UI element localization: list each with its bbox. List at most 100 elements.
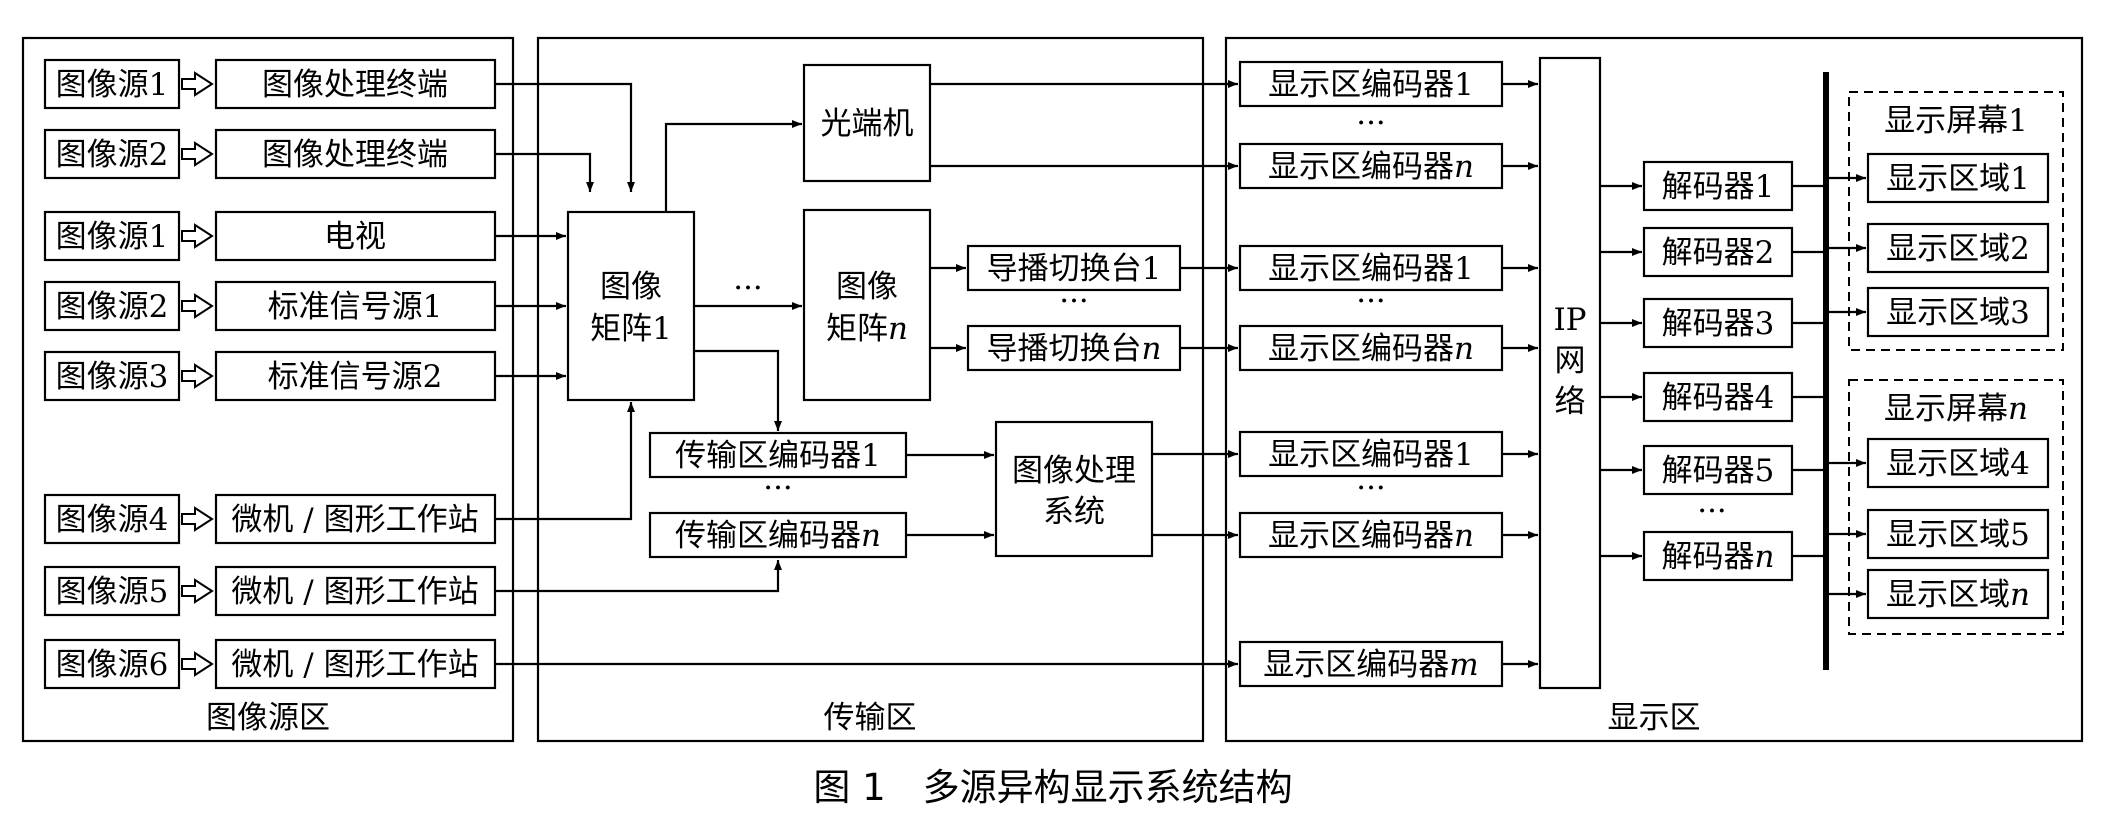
hollow-arrow-icon	[181, 651, 214, 677]
transmission-encoder-1-label: 传输区编码器1	[675, 438, 881, 474]
display-encoder-label: 显示区编码器n	[1268, 518, 1474, 554]
display-encoder-label: 显示区编码器1	[1268, 67, 1474, 103]
hollow-arrow-icon	[181, 578, 214, 604]
image-source-box	[43, 210, 181, 262]
decoder-label: 解码器n	[1662, 539, 1775, 575]
display-encoder-box	[1238, 324, 1504, 372]
connector-ws5-txenc	[495, 560, 782, 593]
display-encoder-box	[1238, 640, 1504, 688]
source-zone-label: 图像源区	[206, 700, 330, 736]
director-switcher-n-label: 导播切换台n	[987, 331, 1162, 367]
display-encoder-label: 显示区编码器n	[1268, 331, 1474, 367]
processing-system-line2: 系统	[1043, 494, 1105, 530]
transmission-encoder-dots: ···	[763, 470, 793, 506]
matrix-1-line1: 图像	[600, 269, 662, 305]
image-source-label: 图像源5	[56, 574, 169, 610]
hollow-arrow-icon	[181, 506, 214, 532]
image-matrix-n	[802, 208, 932, 402]
matrix-1-line2: 矩阵1	[590, 311, 672, 347]
decoder-box	[1642, 530, 1794, 582]
source-device-box	[214, 128, 497, 180]
source-device-box	[214, 58, 497, 110]
display-region-box	[1866, 568, 2050, 620]
display-encoder-box	[1238, 60, 1504, 108]
optical-terminal-label: 光端机	[821, 106, 914, 142]
display-region-label: 显示区域4	[1886, 446, 2030, 482]
figure-caption: 图 1 多源异构显示系统结构	[813, 766, 1292, 809]
hollow-arrow-icon	[181, 293, 214, 319]
display-region-box	[1866, 286, 2050, 338]
source-device-label: 微机 / 图形工作站	[231, 647, 478, 683]
source-device-label: 微机 / 图形工作站	[231, 574, 478, 610]
display-encoder-box	[1238, 511, 1504, 559]
encoder-dots-3: ···	[1356, 470, 1386, 506]
source-device-label: 微机 / 图形工作站	[231, 502, 478, 538]
display-encoders: 显示区编码器1显示区编码器n显示区编码器1显示区编码器n显示区编码器1显示区编码…	[1238, 60, 1538, 688]
display-zone-label: 显示区	[1608, 700, 1701, 736]
display-region-box	[1866, 437, 2050, 489]
transmission-zone-label: 传输区	[824, 700, 917, 736]
source-device-box	[214, 350, 497, 402]
source-row: 图像源5 微机 / 图形工作站	[43, 565, 497, 617]
display-region-label: 显示区域2	[1886, 231, 2030, 267]
image-source-label: 图像源2	[56, 137, 169, 173]
display-region-label: 显示区域5	[1886, 517, 2030, 553]
image-source-box	[43, 638, 181, 690]
image-source-box	[43, 280, 181, 332]
source-device-box	[214, 210, 497, 262]
hollow-arrow-icon	[181, 71, 214, 97]
screen-1-title: 显示屏幕1	[1884, 103, 2028, 139]
director-dots: ···	[1059, 283, 1089, 319]
matrix-n-line2: 矩阵n	[826, 311, 908, 347]
director-switcher-n	[966, 324, 1182, 372]
matrix-n-line1: 图像	[836, 269, 898, 305]
source-device-label: 图像处理终端	[262, 67, 448, 103]
screen-n-title: 显示屏幕n	[1884, 391, 2028, 427]
connector-matrix1-txenc	[694, 349, 782, 431]
director-switcher-1	[966, 244, 1182, 292]
display-region-label: 显示区域3	[1886, 295, 2030, 331]
display-screen-n	[1848, 379, 2064, 635]
image-source-box	[43, 128, 181, 180]
display-encoder-label: 显示区编码器n	[1268, 149, 1474, 185]
source-device-label: 图像处理终端	[262, 137, 448, 173]
display-encoder-label: 显示区编码器1	[1268, 251, 1474, 287]
hollow-arrow-icon	[181, 141, 214, 167]
image-matrix-1	[566, 210, 696, 402]
display-encoder-box	[1238, 430, 1504, 478]
image-source-label: 图像源2	[56, 289, 169, 325]
source-device-label: 标准信号源1	[268, 289, 443, 325]
source-row: 图像源1 电视	[43, 210, 497, 262]
matrix-ellipsis: ···	[733, 270, 763, 306]
source-row: 图像源2 标准信号源1	[43, 280, 497, 332]
display-encoder-box	[1238, 142, 1504, 190]
connector-matrix1-optical	[664, 120, 802, 212]
image-source-label: 图像源3	[56, 359, 169, 395]
transmission-encoder-n-label: 传输区编码器n	[675, 518, 881, 554]
encoder-dots-2: ···	[1356, 283, 1386, 319]
decoder-label: 解码器5	[1662, 453, 1775, 489]
display-encoder-label: 显示区编码器m	[1263, 647, 1478, 683]
image-processing-system	[994, 420, 1154, 558]
display-regions: 显示区域1 显示区域2 显示区域3 显示区域4 显示区域5 显示区域n	[1826, 152, 2050, 620]
ip-network-line2: 网	[1555, 343, 1586, 379]
source-device-label: 电视	[324, 219, 386, 255]
image-source-box	[43, 493, 181, 545]
display-region-box	[1866, 508, 2050, 560]
image-source-label: 图像源6	[56, 647, 169, 683]
display-region-label: 显示区域n	[1886, 577, 2030, 613]
ip-network	[1538, 56, 1602, 690]
transmission-encoder-n	[648, 511, 908, 559]
display-encoder-box	[1238, 244, 1504, 292]
source-device-box	[214, 493, 497, 545]
decoder-label: 解码器4	[1662, 380, 1775, 416]
processing-system-line1: 图像处理	[1012, 453, 1136, 489]
image-source-label: 图像源1	[56, 219, 169, 255]
decoder-dots: ···	[1697, 493, 1727, 529]
ip-network-line1: IP	[1553, 302, 1586, 338]
hollow-arrow-icon	[181, 223, 214, 249]
display-region-label: 显示区域1	[1886, 161, 2030, 197]
source-row: 图像源6 微机 / 图形工作站	[43, 638, 497, 690]
